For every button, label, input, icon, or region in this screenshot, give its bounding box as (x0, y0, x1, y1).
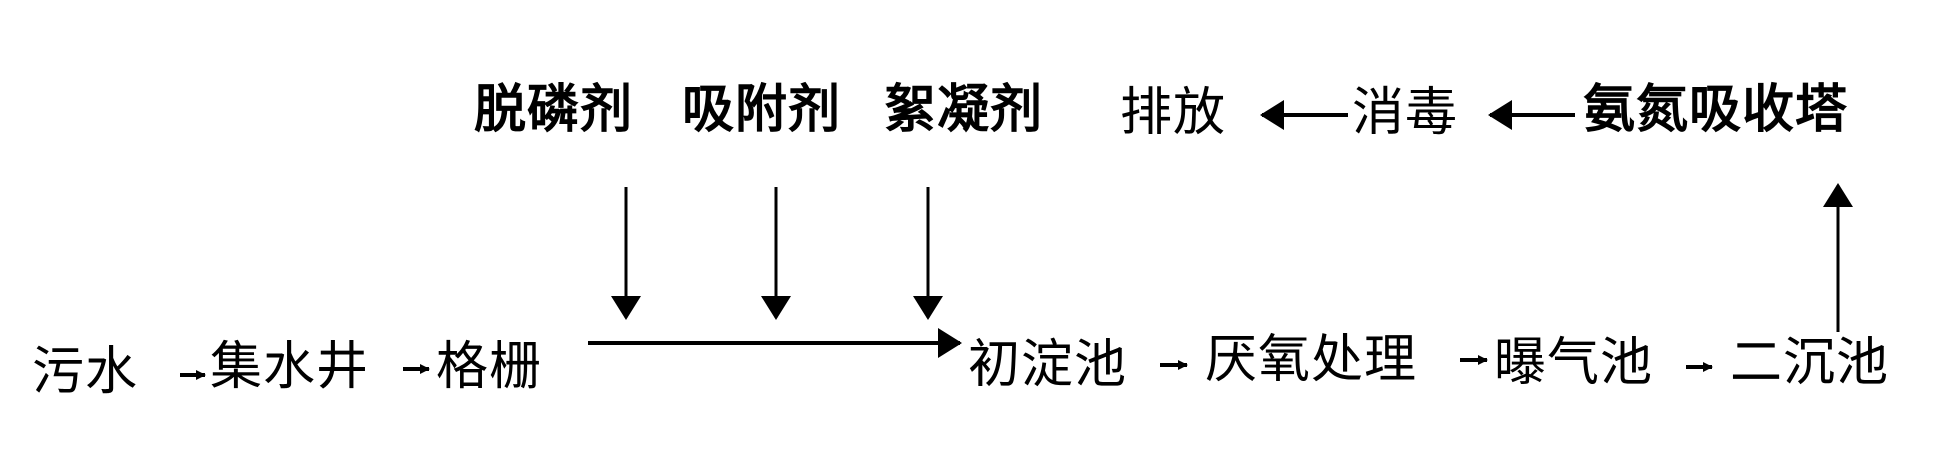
label-discharge: 排放 (1120, 83, 1227, 143)
label-adsorbent: 吸附剂 (682, 80, 842, 140)
label-phosphorus-remover: 脱磷剂 (474, 80, 634, 140)
label-screen: 格栅 (436, 337, 543, 397)
label-ammonia-absorption-tower: 氨氮吸收塔 (1583, 80, 1849, 140)
label-primary-clarifier: 初淀池 (968, 335, 1128, 395)
label-secondary-clarifier: 二沉池 (1730, 333, 1890, 393)
label-collection-well: 集水井 (210, 337, 370, 397)
label-flocculant: 絮凝剂 (884, 80, 1044, 140)
label-aeration-tank: 曝气池 (1494, 333, 1654, 393)
label-sewage: 污水 (32, 342, 139, 402)
label-anaerobic-treatment: 厌氧处理 (1205, 330, 1418, 390)
label-disinfection: 消毒 (1352, 83, 1459, 143)
